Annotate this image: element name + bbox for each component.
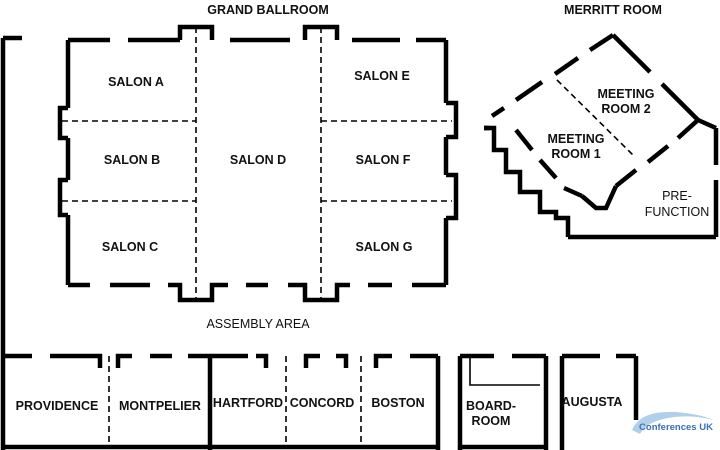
salon-d-label: SALON D xyxy=(230,153,286,167)
montpelier-label: MONTPELIER xyxy=(119,399,201,413)
salon-b-label: SALON B xyxy=(104,153,160,167)
boardroom-label-line1: BOARD- xyxy=(466,399,516,413)
pre-function-label-line1: PRE- xyxy=(662,189,692,203)
salon-a-label: SALON A xyxy=(108,75,164,89)
meeting-room-1-label-line2: ROOM 1 xyxy=(551,147,600,161)
pre-function-label-line2: FUNCTION xyxy=(645,205,710,219)
merritt-room-title: MERRITT ROOM xyxy=(564,3,662,17)
lower-rooms-partitions xyxy=(108,356,362,447)
watermark-logo: Conferences UK xyxy=(632,411,714,434)
meeting-room-2-label-line1: MEETING xyxy=(598,87,655,101)
merritt-partition xyxy=(556,79,635,157)
meeting-room-2-label-line2: ROOM 2 xyxy=(601,102,650,116)
corridor-walls xyxy=(0,35,22,450)
providence-label: PROVIDENCE xyxy=(16,399,99,413)
hartford-label: HARTFORD xyxy=(213,396,283,410)
lower-rooms-walls xyxy=(3,353,639,450)
boardroom-label-line2: ROOM xyxy=(472,414,511,428)
merritt-labels: MEETING ROOM 2 MEETING ROOM 1 PRE- FUNCT… xyxy=(548,87,710,219)
grand-ballroom-walls xyxy=(57,24,459,303)
salon-c-label: SALON C xyxy=(102,240,158,254)
ballroom-labels: SALON A SALON B SALON C SALON D SALON E … xyxy=(102,69,413,254)
salon-e-label: SALON E xyxy=(354,69,410,83)
assembly-area-label: ASSEMBLY AREA xyxy=(206,317,310,331)
watermark-swoosh xyxy=(632,411,714,434)
concord-label: CONCORD xyxy=(290,396,355,410)
salon-g-label: SALON G xyxy=(356,240,413,254)
merritt-room-walls xyxy=(484,33,719,240)
augusta-label: AUGUSTA xyxy=(562,395,623,409)
watermark-text: Conferences UK xyxy=(639,422,713,433)
boston-label: BOSTON xyxy=(371,396,424,410)
salon-f-label: SALON F xyxy=(356,153,411,167)
lower-room-labels: PROVIDENCE MONTPELIER HARTFORD CONCORD B… xyxy=(16,395,623,428)
meeting-room-1-label-line1: MEETING xyxy=(548,132,605,146)
headers: GRAND BALLROOM MERRITT ROOM ASSEMBLY ARE… xyxy=(206,3,661,331)
grand-ballroom-title: GRAND BALLROOM xyxy=(207,3,329,17)
ballroom-partitions xyxy=(62,27,452,300)
